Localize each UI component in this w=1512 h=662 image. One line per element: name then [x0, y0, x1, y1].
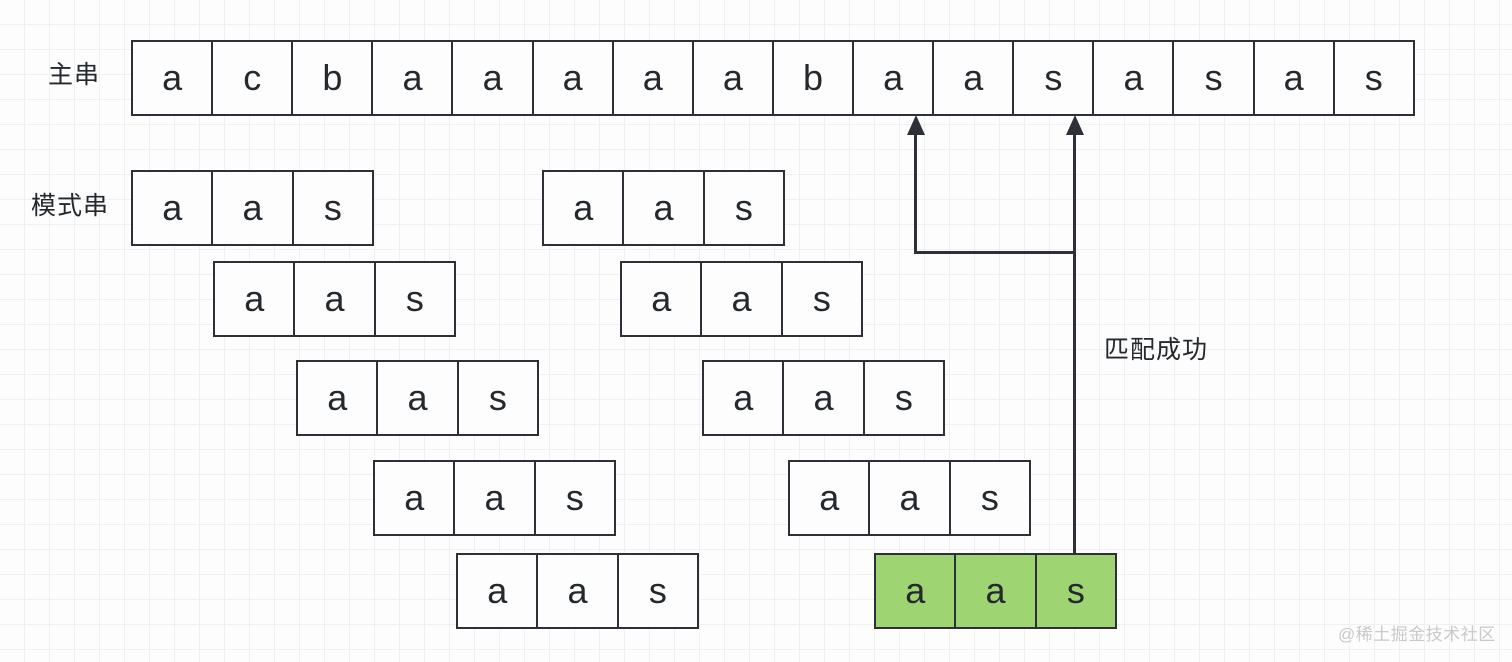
- pattern-cell: a: [213, 261, 296, 337]
- pattern-cell: a: [211, 170, 294, 246]
- pattern-cell: a: [293, 261, 376, 337]
- pattern-cell: a: [620, 261, 703, 337]
- pattern-cell: a: [296, 360, 379, 436]
- main-string-cell: a: [691, 40, 775, 116]
- pattern-string-label: 模式串: [31, 192, 110, 220]
- pattern-cell: s: [291, 170, 375, 246]
- pattern-cell: s: [862, 360, 946, 436]
- pattern-cell: a: [542, 170, 625, 246]
- main-string-cell: a: [1092, 40, 1175, 116]
- arrow-head-up-right: [1066, 115, 1084, 135]
- main-string-cell: b: [291, 40, 374, 116]
- pattern-cell: a: [622, 170, 705, 246]
- pattern-cell: s: [616, 553, 700, 629]
- match-success-annotation: 匹配成功: [1104, 336, 1209, 364]
- watermark-text: @稀土掘金技术社区: [1338, 625, 1496, 644]
- pattern-cell: a: [782, 360, 865, 436]
- main-string-cell: a: [1252, 40, 1335, 116]
- main-string-cell: a: [131, 40, 214, 116]
- pattern-cell: s: [533, 460, 617, 536]
- arrow-shaft-left: [914, 133, 917, 254]
- pattern-cell: a: [131, 170, 214, 246]
- pattern-cell: a: [702, 360, 785, 436]
- pattern-cell-matched: s: [1034, 553, 1118, 629]
- pattern-cell: s: [373, 261, 457, 337]
- main-string-cell: a: [932, 40, 1015, 116]
- main-string-cell: a: [451, 40, 534, 116]
- main-string-cell: s: [1332, 40, 1415, 116]
- main-string-cell: b: [771, 40, 855, 116]
- pattern-cell: s: [702, 170, 786, 246]
- pattern-cell-matched: a: [954, 553, 1037, 629]
- main-string-cell: a: [611, 40, 694, 116]
- pattern-cell: a: [456, 553, 539, 629]
- pattern-cell: s: [780, 261, 864, 337]
- main-string-cell: s: [1172, 40, 1255, 116]
- pattern-cell: a: [453, 460, 536, 536]
- pattern-cell: s: [948, 460, 1032, 536]
- main-string-cell: a: [531, 40, 614, 116]
- pattern-cell: a: [788, 460, 871, 536]
- pattern-cell-matched: a: [874, 553, 957, 629]
- main-string-cell: a: [851, 40, 935, 116]
- connector-horizontal: [914, 251, 1076, 254]
- arrow-head-up-left: [907, 115, 925, 135]
- main-string-label: 主串: [48, 61, 101, 89]
- pattern-cell: a: [868, 460, 951, 536]
- main-string-cell: s: [1012, 40, 1095, 116]
- main-string-cell: a: [371, 40, 454, 116]
- pattern-cell: a: [373, 460, 456, 536]
- pattern-cell: s: [456, 360, 540, 436]
- pattern-cell: a: [536, 553, 619, 629]
- pattern-cell: a: [700, 261, 783, 337]
- main-string-cell: c: [211, 40, 294, 116]
- pattern-cell: a: [376, 360, 459, 436]
- arrow-shaft-right: [1073, 133, 1076, 555]
